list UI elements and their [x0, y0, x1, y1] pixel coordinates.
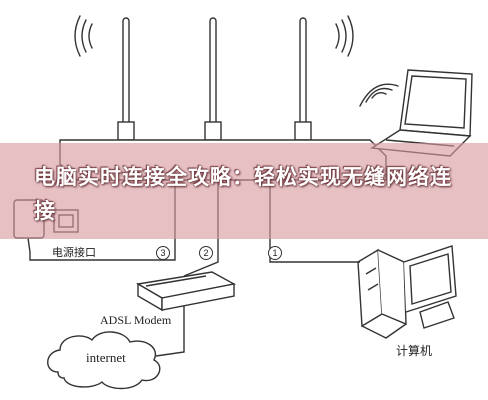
port-number-2: 2 — [199, 246, 213, 260]
wifi-signal-icon — [335, 15, 354, 57]
cloud-icon — [47, 331, 161, 390]
modem-icon — [135, 271, 237, 312]
wifi-signal-icon — [74, 15, 93, 57]
wifi-signal-icon — [359, 83, 399, 107]
modem-label: ADSL Modem — [100, 313, 172, 327]
title-banner — [0, 143, 488, 239]
power-port-label: 电源接口 — [52, 246, 96, 259]
internet-label: internet — [86, 350, 126, 365]
banner-title: 电脑实时连接全攻略：轻松实现无缝网络连接 — [34, 165, 452, 223]
port-number-1: 1 — [268, 246, 282, 260]
port-number-3: 3 — [156, 246, 170, 260]
computer-label: 计算机 — [396, 344, 433, 358]
desktop-computer-icon — [357, 245, 457, 339]
